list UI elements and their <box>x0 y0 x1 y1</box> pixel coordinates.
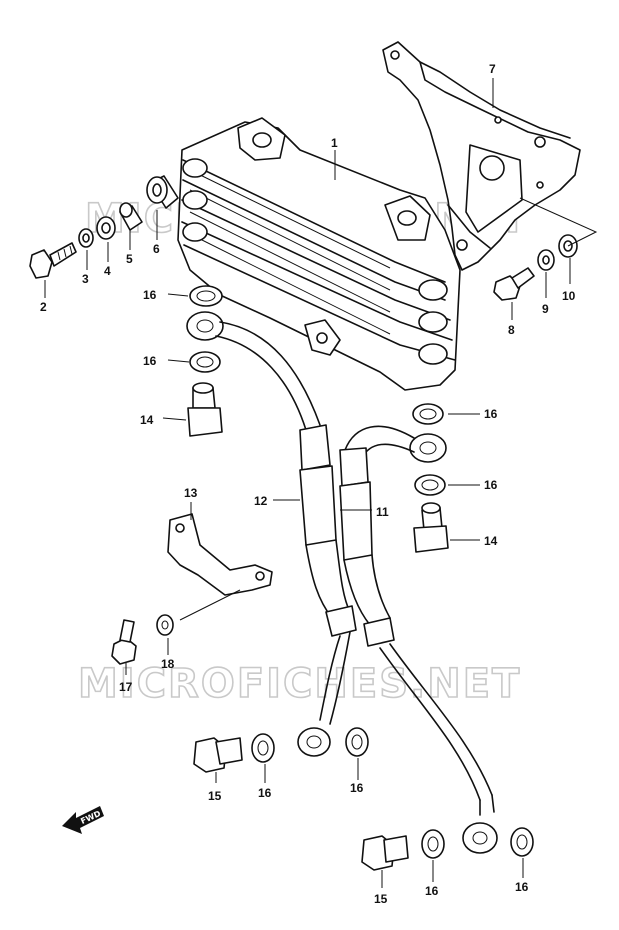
oil-hose-12 <box>186 311 357 757</box>
callout-18: 18 <box>161 657 175 671</box>
washer-18 <box>156 614 174 636</box>
callout-16-h: 16 <box>515 880 529 894</box>
cooler-bracket <box>382 41 581 271</box>
union-bolt-14-a <box>187 382 223 437</box>
callout-11: 11 <box>376 505 389 519</box>
watermark-bottom: MICROFICHES.NET <box>78 661 521 707</box>
washer-4 <box>96 216 116 240</box>
fwd-label: FWD <box>79 809 102 826</box>
callout-6: 6 <box>153 242 160 256</box>
callout-7: 7 <box>489 62 496 76</box>
bolt-17 <box>111 619 137 665</box>
gasket-16-d <box>414 474 446 496</box>
callout-12: 12 <box>254 494 268 508</box>
callout-1: 1 <box>331 136 338 150</box>
callout-16-b: 16 <box>143 354 157 368</box>
callout-8: 8 <box>508 323 515 337</box>
callout-5: 5 <box>126 252 133 266</box>
callout-labels: 1 2 3 4 5 6 7 8 9 10 11 12 13 14 14 15 1… <box>40 62 576 906</box>
callout-15-b: 15 <box>374 892 388 906</box>
banjo-bolt-15-a <box>193 737 243 773</box>
washer-3 <box>78 228 94 248</box>
callout-16-e: 16 <box>258 786 272 800</box>
callout-16-c: 16 <box>484 407 498 421</box>
gasket-16-b <box>189 351 221 373</box>
leader-lines <box>44 78 598 888</box>
forward-arrow-icon: FWD <box>62 806 104 834</box>
bolt-8 <box>493 267 535 301</box>
washer-9 <box>537 249 555 271</box>
bolt-2 <box>29 242 77 279</box>
gasket-16-f <box>345 727 369 757</box>
callout-14-a: 14 <box>140 413 154 427</box>
callout-16-d: 16 <box>484 478 498 492</box>
oil-cooler <box>177 117 461 391</box>
grommet-6 <box>146 175 179 209</box>
gasket-16-c <box>412 403 444 425</box>
callout-16-f: 16 <box>350 781 364 795</box>
callout-16-g: 16 <box>425 884 439 898</box>
callout-13: 13 <box>184 486 198 500</box>
callout-15-a: 15 <box>208 789 222 803</box>
callout-3: 3 <box>82 272 89 286</box>
callout-9: 9 <box>542 302 549 316</box>
callout-14-b: 14 <box>484 534 498 548</box>
gasket-16-a <box>189 285 223 307</box>
oil-hose-11 <box>339 425 498 854</box>
hose-clamp-13 <box>167 513 273 596</box>
callout-17: 17 <box>119 680 133 694</box>
callout-10: 10 <box>562 289 576 303</box>
collar-5 <box>119 202 143 231</box>
gasket-16-h <box>510 827 534 857</box>
callout-4: 4 <box>104 264 111 278</box>
union-bolt-14-b <box>413 502 449 553</box>
gasket-16-e <box>251 733 275 763</box>
callout-2: 2 <box>40 300 47 314</box>
callout-16-a: 16 <box>143 288 157 302</box>
gasket-16-g <box>421 829 445 859</box>
banjo-bolt-15-b <box>361 835 409 871</box>
